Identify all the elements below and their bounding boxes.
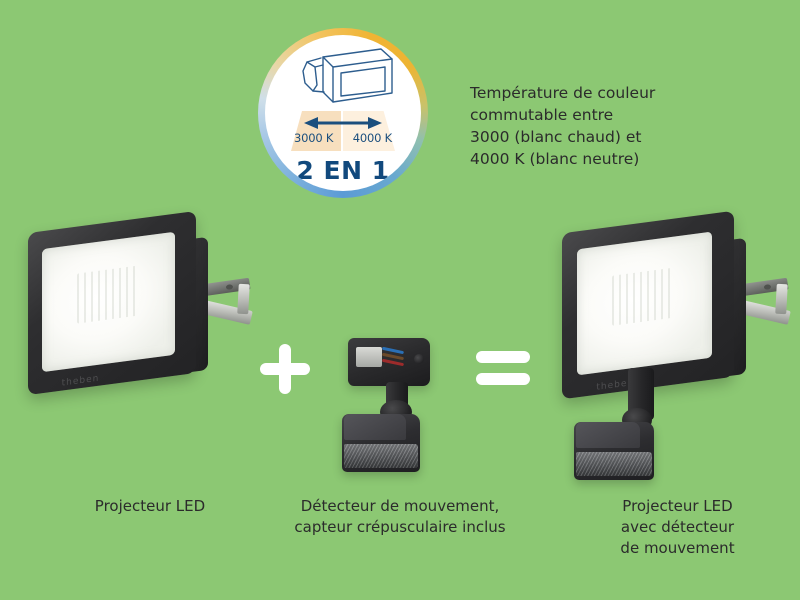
motion-detector-standalone [330, 336, 460, 486]
brand-logo: theben [61, 373, 100, 389]
led-floodlight-left: theben [28, 210, 253, 402]
badge-title: 2 EN 1 [296, 156, 390, 185]
caption-right-line-1: Projecteur LED [622, 497, 733, 515]
headline-text: Température de couleur commutable entre … [470, 82, 730, 170]
caption-left-product: Projecteur LED [20, 496, 280, 517]
diffuser-panel [576, 231, 713, 376]
kelvin-labels: 3000 K 4000 K [291, 131, 395, 145]
caption-left-line-1: Projecteur LED [94, 497, 206, 515]
led-array [611, 267, 675, 326]
detector-lens [344, 444, 418, 468]
color-temperature-badge: 3000 K 4000 K 2 EN 1 [258, 28, 428, 198]
caption-right-line-3: de mouvement [620, 539, 735, 557]
terminal-block [356, 347, 382, 367]
red-wire [381, 358, 405, 366]
floodlight-housing: theben [562, 210, 746, 400]
diffuser-panel [42, 231, 175, 373]
equals-operator-icon [476, 351, 530, 385]
caption-middle-product: Détecteur de mouvement, capteur crépuscu… [262, 496, 538, 538]
caption-mid-line-2: capteur crépusculaire inclus [294, 518, 506, 536]
bracket-elbow [237, 283, 250, 315]
detector-body [342, 414, 420, 472]
bracket-hole-icon [225, 284, 234, 290]
neutral-kelvin-label: 4000 K [352, 131, 392, 145]
caption-right-line-2: avec détecteur [620, 518, 735, 536]
detector-top-face [576, 422, 640, 448]
bracket-hole-icon [763, 284, 772, 290]
detector-housing-top [348, 338, 430, 386]
led-floodlight-with-detector: theben [562, 210, 792, 484]
double-arrow-icon [304, 117, 382, 129]
floodlight-housing: theben [28, 210, 208, 396]
detector-top-face [344, 414, 406, 440]
headline-line-2: commutable entre [470, 106, 614, 124]
warm-kelvin-label: 3000 K [294, 131, 334, 145]
detector-lens [576, 452, 652, 476]
plus-operator-icon [260, 344, 310, 394]
bracket-elbow [775, 283, 788, 315]
headline-line-3: 3000 (blanc chaud) et [470, 128, 642, 146]
housing-frame: theben [28, 210, 196, 396]
floodlight-outline-icon [302, 48, 393, 103]
caption-mid-line-1: Détecteur de mouvement, [300, 497, 500, 515]
attached-motion-detector [570, 368, 700, 484]
led-array [76, 265, 138, 324]
headline-line-1: Température de couleur [470, 84, 656, 102]
headline-line-4: 4000 K (blanc neutre) [470, 150, 640, 168]
badge-inner-disc: 3000 K 4000 K 2 EN 1 [265, 35, 421, 191]
head-screw [414, 354, 424, 364]
beam-spread-graphic [291, 111, 395, 151]
caption-right-product: Projecteur LED avec détecteur de mouveme… [575, 496, 780, 559]
detector-body [574, 422, 654, 480]
